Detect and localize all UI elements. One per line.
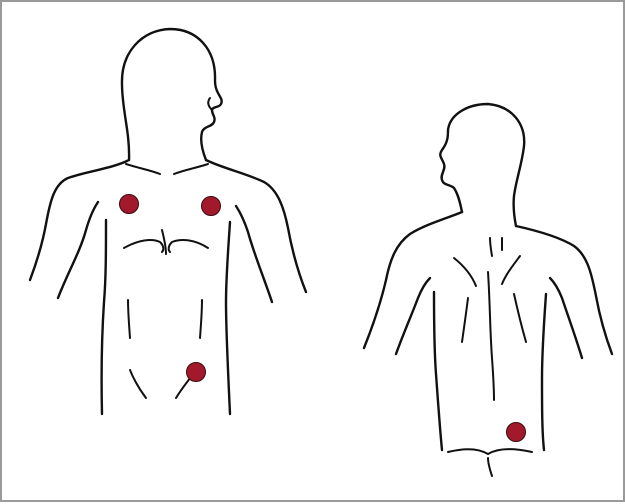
front-left-chest-marker (120, 195, 139, 214)
front-left-abdomen-line (128, 300, 130, 338)
back-cleft-line (488, 458, 492, 476)
front-right-collarbone (174, 164, 208, 174)
front-right-inner-arm (236, 206, 272, 302)
back-neck-line-left (490, 238, 492, 256)
back-left-shoulder (364, 212, 462, 348)
back-left-inner-arm (396, 278, 430, 354)
front-right-chest-marker (202, 197, 221, 216)
back-left-shoulder-blade (454, 258, 476, 286)
back-lower-marker (507, 423, 526, 442)
front-chin-detail (208, 98, 212, 110)
back-figure (364, 104, 612, 476)
back-waist-curve (448, 449, 532, 454)
back-spine-line (488, 272, 494, 400)
front-left-shoulder (30, 160, 129, 280)
front-left-inner-arm (58, 202, 98, 298)
front-right-abdomen-line (200, 300, 202, 338)
back-head-outline (440, 104, 524, 226)
front-left-collarbone (126, 164, 160, 174)
back-left-lower-line (462, 298, 468, 342)
front-left-groin-line (130, 370, 146, 398)
back-right-torso-side (542, 294, 546, 450)
back-right-shoulder (516, 226, 612, 354)
back-right-inner-arm (550, 278, 582, 358)
front-left-pectoral-line (124, 240, 163, 252)
front-figure (30, 29, 306, 414)
back-right-shoulder-blade (502, 256, 520, 284)
front-left-torso-side (102, 220, 106, 414)
front-abdomen-marker (187, 363, 206, 382)
back-right-lower-line (514, 294, 526, 342)
front-head-outline (122, 29, 222, 160)
back-left-torso-side (434, 292, 442, 450)
front-right-pectoral-line (169, 240, 208, 252)
front-right-shoulder (206, 160, 306, 292)
front-right-torso-side (226, 222, 230, 414)
